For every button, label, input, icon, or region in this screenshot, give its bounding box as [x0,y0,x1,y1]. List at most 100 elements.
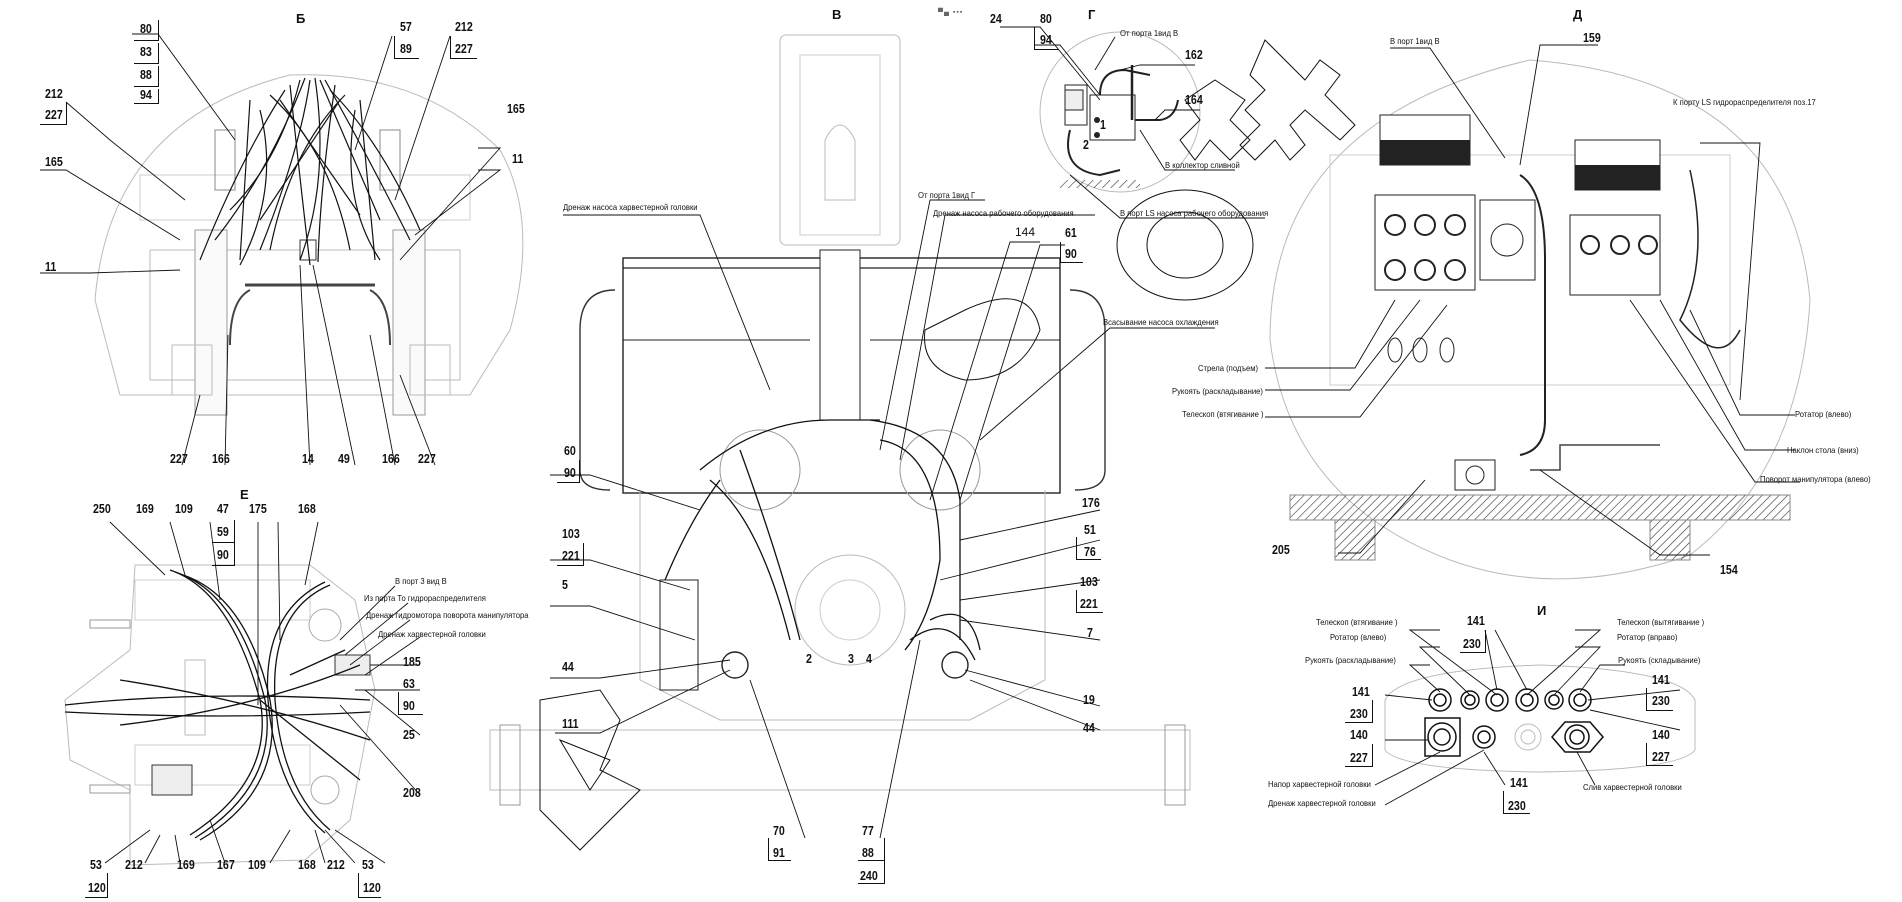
callout: 94 [1040,32,1052,47]
note-drain-harvester-pump: Дренаж насоса харвестерной головки [563,202,698,212]
callout: 47 [217,501,229,516]
callout: 154 [1720,562,1738,577]
section-label-g: Г [1088,7,1096,22]
callout: 221 [562,548,580,563]
note-harvester-return: Слив харвестерной головки [1583,782,1682,792]
callout: 144 [1015,225,1036,239]
callout: 63 [403,676,415,691]
callout: 227 [418,451,436,466]
callout: 25 [403,727,415,742]
note-arm-unfold: Рукоять (раскладывание) [1172,386,1263,396]
callout: 230 [1350,706,1368,721]
callout: 167 [217,857,235,872]
callout: 227 [170,451,188,466]
callout: 76 [1084,544,1096,559]
view-i-drawing [1384,664,1696,773]
callout: 61 [1065,225,1077,240]
callout: 80 [1040,11,1052,26]
note-harvester-drain: Дренаж харвестерной головки [1268,798,1376,808]
callout: 90 [217,547,229,562]
note-to-port-1-v: В порт 1вид В [1390,36,1440,46]
callout: 90 [1065,246,1077,261]
section-label-d: Д [1573,7,1583,22]
callout: 80 [140,21,152,36]
callout: 205 [1272,542,1290,557]
callout: 250 [93,501,111,516]
section-label-b: Б [296,11,306,26]
callout: 11 [512,151,524,166]
note-boom-up: Стрела (подъем) [1198,363,1259,373]
callout: 94 [140,87,152,102]
note-harvester-pressure: Напор харвестерной головки [1268,779,1371,789]
callout: 208 [403,785,421,800]
callout: 141 [1467,613,1485,628]
note-to-drain-collector: В коллектор сливной [1165,160,1240,170]
callout: 162 [1185,47,1203,62]
callout: 88 [862,845,874,860]
callout: 141 [1652,672,1670,687]
port-number: 2 [806,651,812,666]
callout: 5 [562,577,568,592]
callout: 159 [1583,30,1601,45]
callout: 212 [45,86,63,101]
callout: 111 [562,716,579,731]
view-d-drawing [1269,59,1811,580]
callout: 141 [1510,775,1528,790]
note-from-port-to: Из порта То гидрораспределителя [364,593,486,603]
callout: 91 [773,845,785,860]
callout: 24 [990,11,1002,26]
view-e-drawing [64,564,376,866]
section-label-e: Е [240,487,249,502]
callout: 14 [302,451,314,466]
callout: 7 [1087,625,1093,640]
callout: 212 [327,857,345,872]
callout: 166 [212,451,230,466]
callout: 109 [248,857,266,872]
callout: 227 [1652,749,1670,764]
callout: 165 [45,154,63,169]
callout: 141 [1352,684,1370,699]
note-crane-slew-left: Поворот манипулятора (влево) [1760,474,1871,484]
callout: 165 [507,101,525,116]
port-number: 3 [848,651,854,666]
callout: 175 [249,501,267,516]
callout: 90 [564,465,576,480]
note-to-port-3: В порт 3 вид В [395,576,447,586]
callout: 11 [45,259,57,274]
note-suction-cooling-pump: Всасывание насоса охлаждения [1103,317,1219,327]
note-to-ls-port-17: К порту LS гидрораспределителя поз.17 [1673,97,1816,107]
view-g-drawing [1039,31,1201,193]
view-b-drawing [94,74,524,416]
port-number: 2 [1083,137,1089,152]
callout: 176 [1082,495,1100,510]
callout: 227 [455,41,473,56]
callout: 70 [773,823,785,838]
note-from-port-1-v: От порта 1вид В [1120,28,1179,38]
callout: 57 [400,19,412,34]
note-from-port-1-g: От порта 1вид Г [918,190,976,200]
callout: 53 [90,857,102,872]
callout: 44 [1083,720,1095,735]
callout: 120 [363,880,381,895]
callout: 169 [177,857,195,872]
note-to-ls-port-work-pump: В порт LS насоса рабочего оборудования [1120,208,1269,218]
leader-lines [40,26,1800,864]
callout: 140 [1350,727,1368,742]
callout: 53 [362,857,374,872]
section-label-i: И [1537,603,1547,618]
callout: 169 [136,501,154,516]
callout: 88 [140,67,152,82]
callout: 90 [403,698,415,713]
callout: 140 [1652,727,1670,742]
note-rotator-left: Ротатор (влево) [1795,409,1852,419]
note-rotator-right: Ротатор (вправо) [1617,632,1678,642]
note-table-tilt-down: Наклон стола (вниз) [1787,445,1859,455]
callout: 230 [1463,636,1481,651]
note-telescope-out: Телескоп (вытягивание ) [1617,617,1705,627]
callout: 103 [562,526,580,541]
note-drain-work-pump: Дренаж насоса рабочего оборудования [933,208,1074,218]
port-number: 4 [866,651,872,666]
callout: 83 [140,44,152,59]
note-drain-harvester-head: Дренаж харвестерной головки [378,629,486,639]
